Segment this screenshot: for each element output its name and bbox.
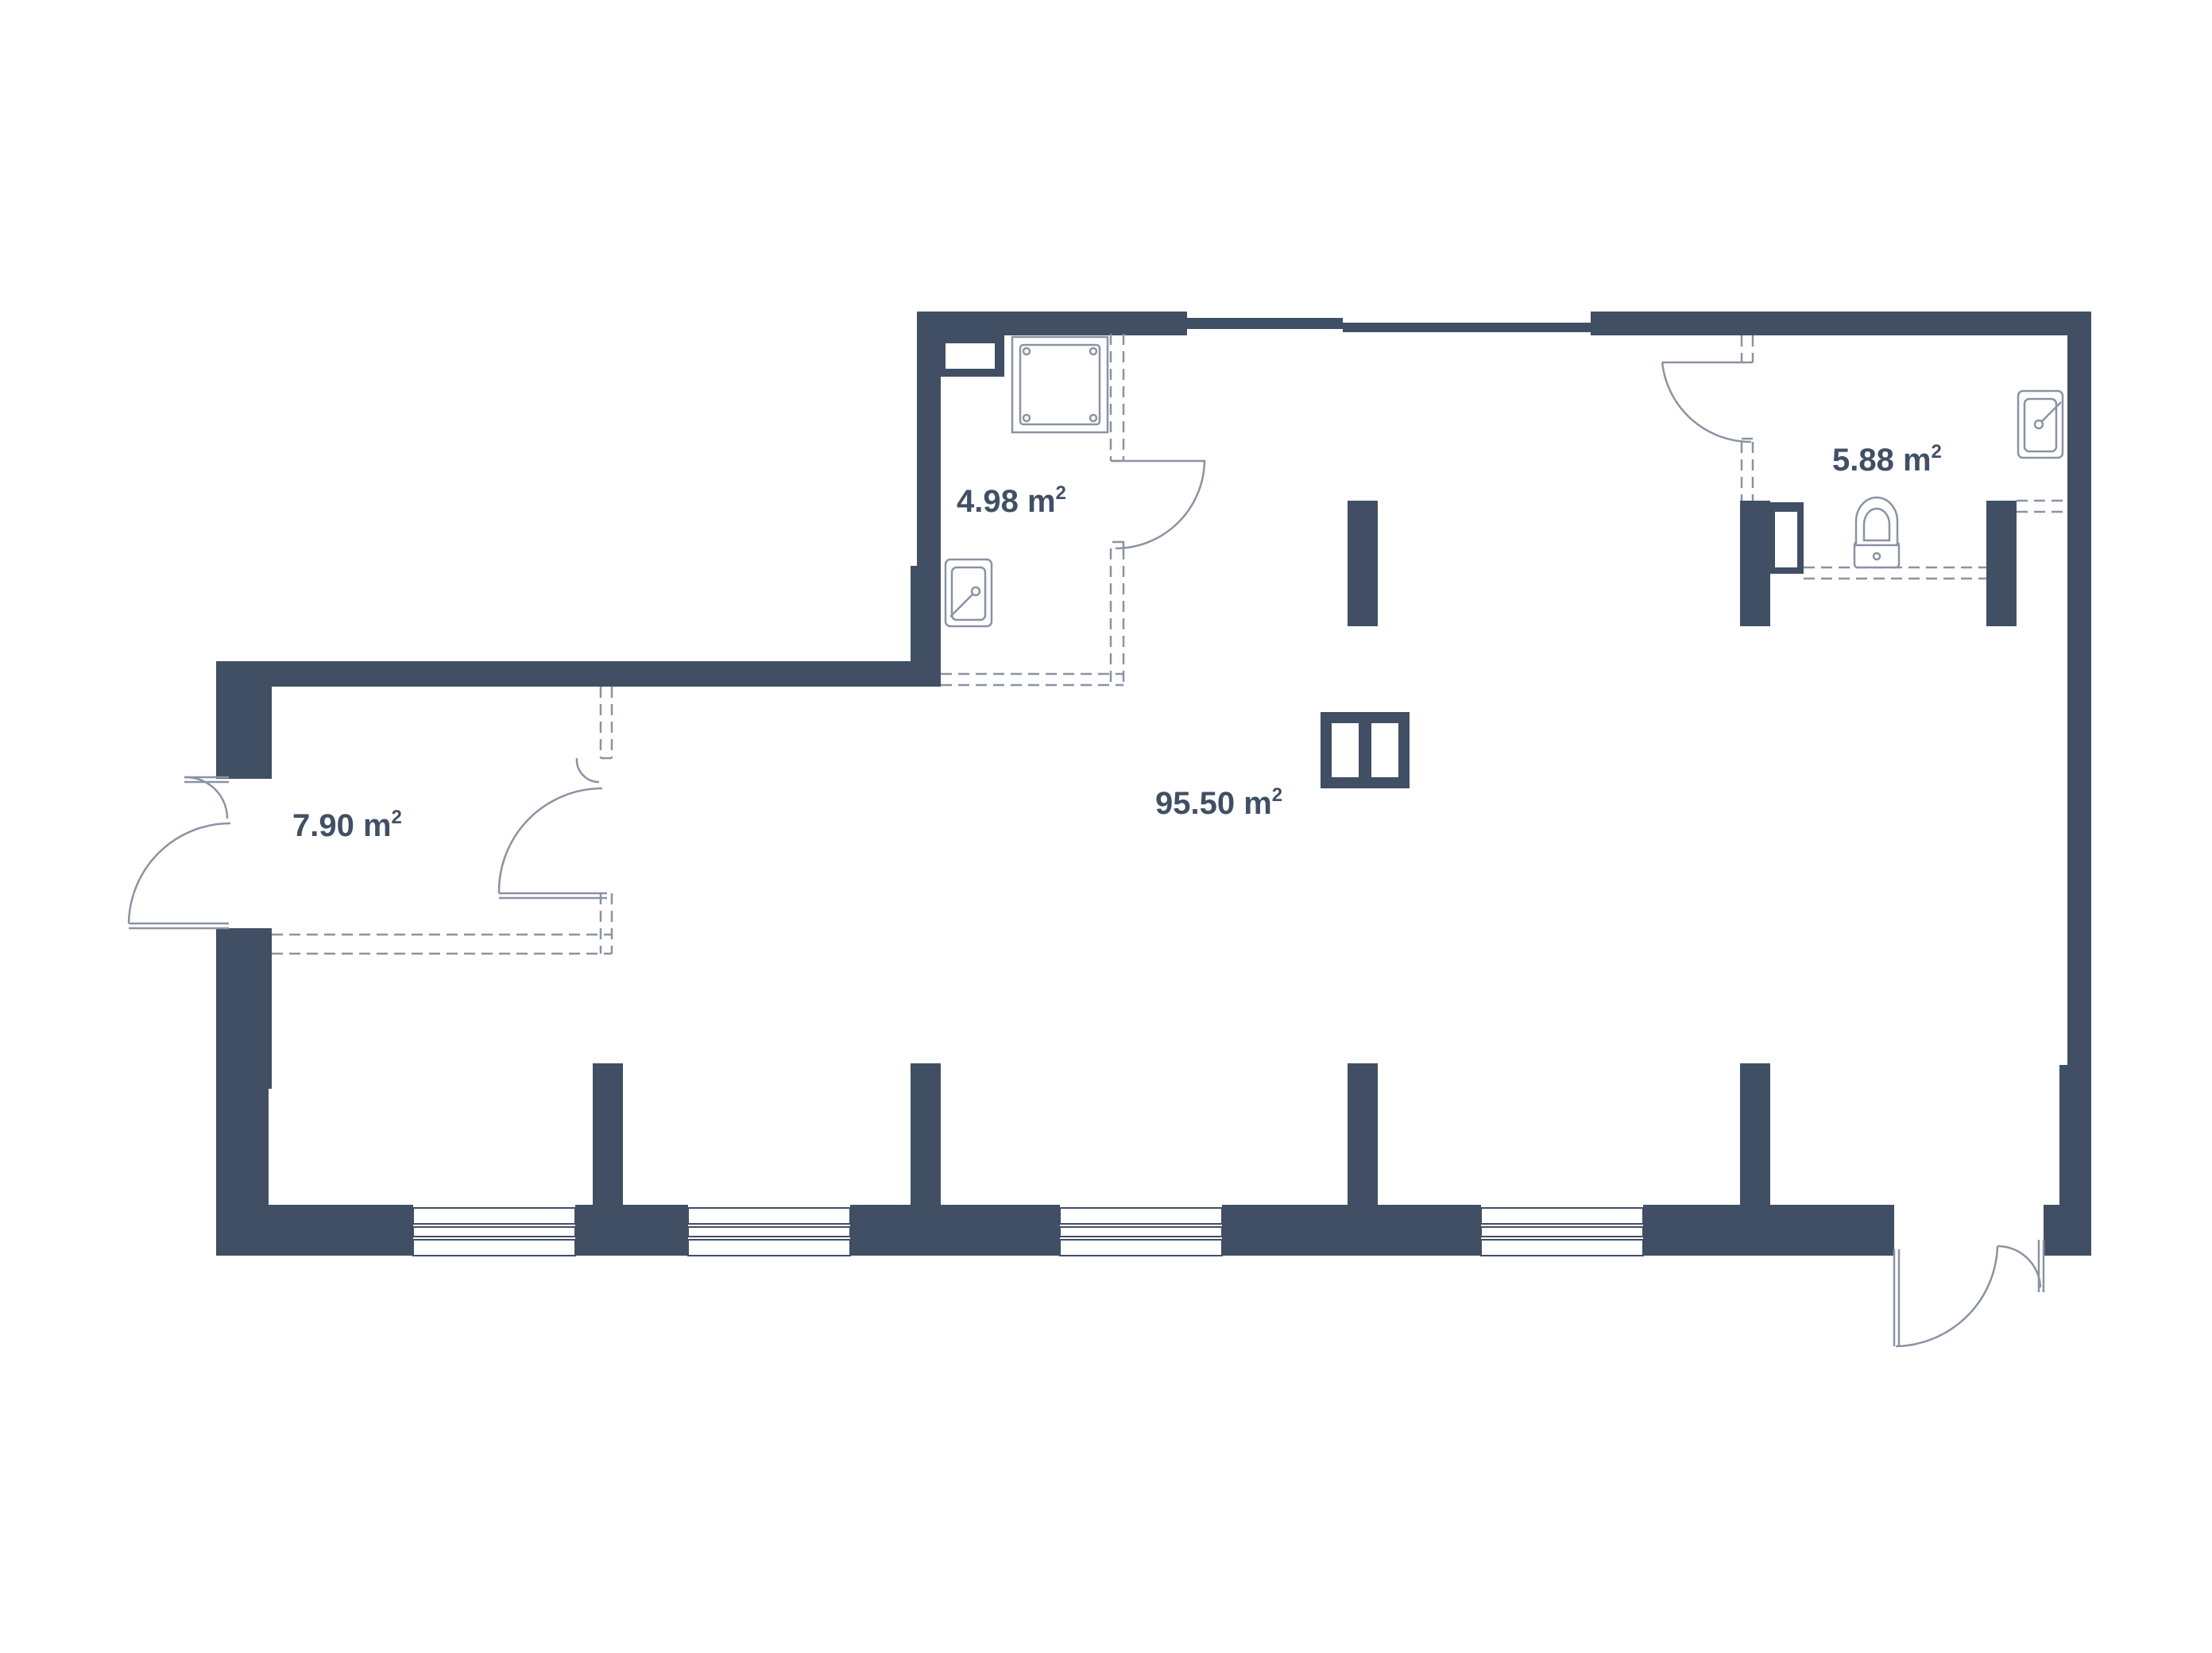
window-icon	[1480, 1207, 1644, 1256]
wall-left-top	[216, 661, 272, 779]
wall-bottom-4	[1222, 1205, 1481, 1256]
room-area-wc: 5.88 m2	[1832, 441, 1942, 478]
shaft-inner	[946, 343, 995, 369]
walls	[216, 312, 2091, 1256]
room-area-main-hall: 95.50 m2	[1155, 784, 1282, 821]
toilet-icon	[1853, 496, 1901, 569]
doors	[127, 361, 2045, 1348]
wall-bottom-1	[216, 1205, 413, 1256]
shower-icon	[1011, 335, 1109, 434]
pier-upper-1	[1348, 501, 1378, 626]
partitions	[272, 334, 2067, 955]
wall-bottom-3	[850, 1205, 1060, 1256]
pier-upper-2	[1740, 501, 1770, 626]
fixtures	[944, 335, 2064, 628]
wall-top-mid	[1187, 318, 1343, 329]
window-icon	[412, 1207, 576, 1256]
sink-icon	[2017, 389, 2064, 459]
door-icon	[1893, 1240, 2045, 1348]
sink-icon	[944, 558, 993, 628]
pier-1	[593, 1063, 623, 1205]
vent-column	[1321, 712, 1410, 788]
pier-upper-3	[1986, 501, 2017, 626]
door-icon	[497, 757, 607, 900]
window-icon	[1059, 1207, 1223, 1256]
room-area-bathroom: 4.98 m2	[957, 482, 1066, 519]
window-icon	[687, 1207, 851, 1256]
windows	[412, 1207, 1644, 1256]
door-icon	[1112, 459, 1206, 550]
pier-4	[1740, 1063, 1770, 1205]
wall-left-bottom-jamb	[216, 928, 272, 1089]
wall-bottom-5	[1643, 1205, 1894, 1256]
room-area-entrance-hall: 7.90 m2	[292, 807, 402, 843]
area-labels: 4.98 m2 5.88 m2 7.90 m2 95.50 m2	[292, 441, 1942, 843]
wall-right	[2067, 312, 2091, 1065]
wall-bottom-6	[2044, 1205, 2091, 1256]
wall-top-mid2	[1343, 323, 1591, 332]
wc-partition	[1769, 502, 1804, 574]
wall-top-right	[1591, 312, 2091, 335]
wall-top-left	[917, 312, 1187, 335]
door-icon	[127, 776, 231, 930]
door-icon	[1661, 361, 1753, 443]
pier-3	[1348, 1063, 1378, 1205]
wall-bottom-2	[575, 1205, 688, 1256]
pier-2	[911, 1063, 941, 1205]
wall-step	[216, 661, 941, 687]
